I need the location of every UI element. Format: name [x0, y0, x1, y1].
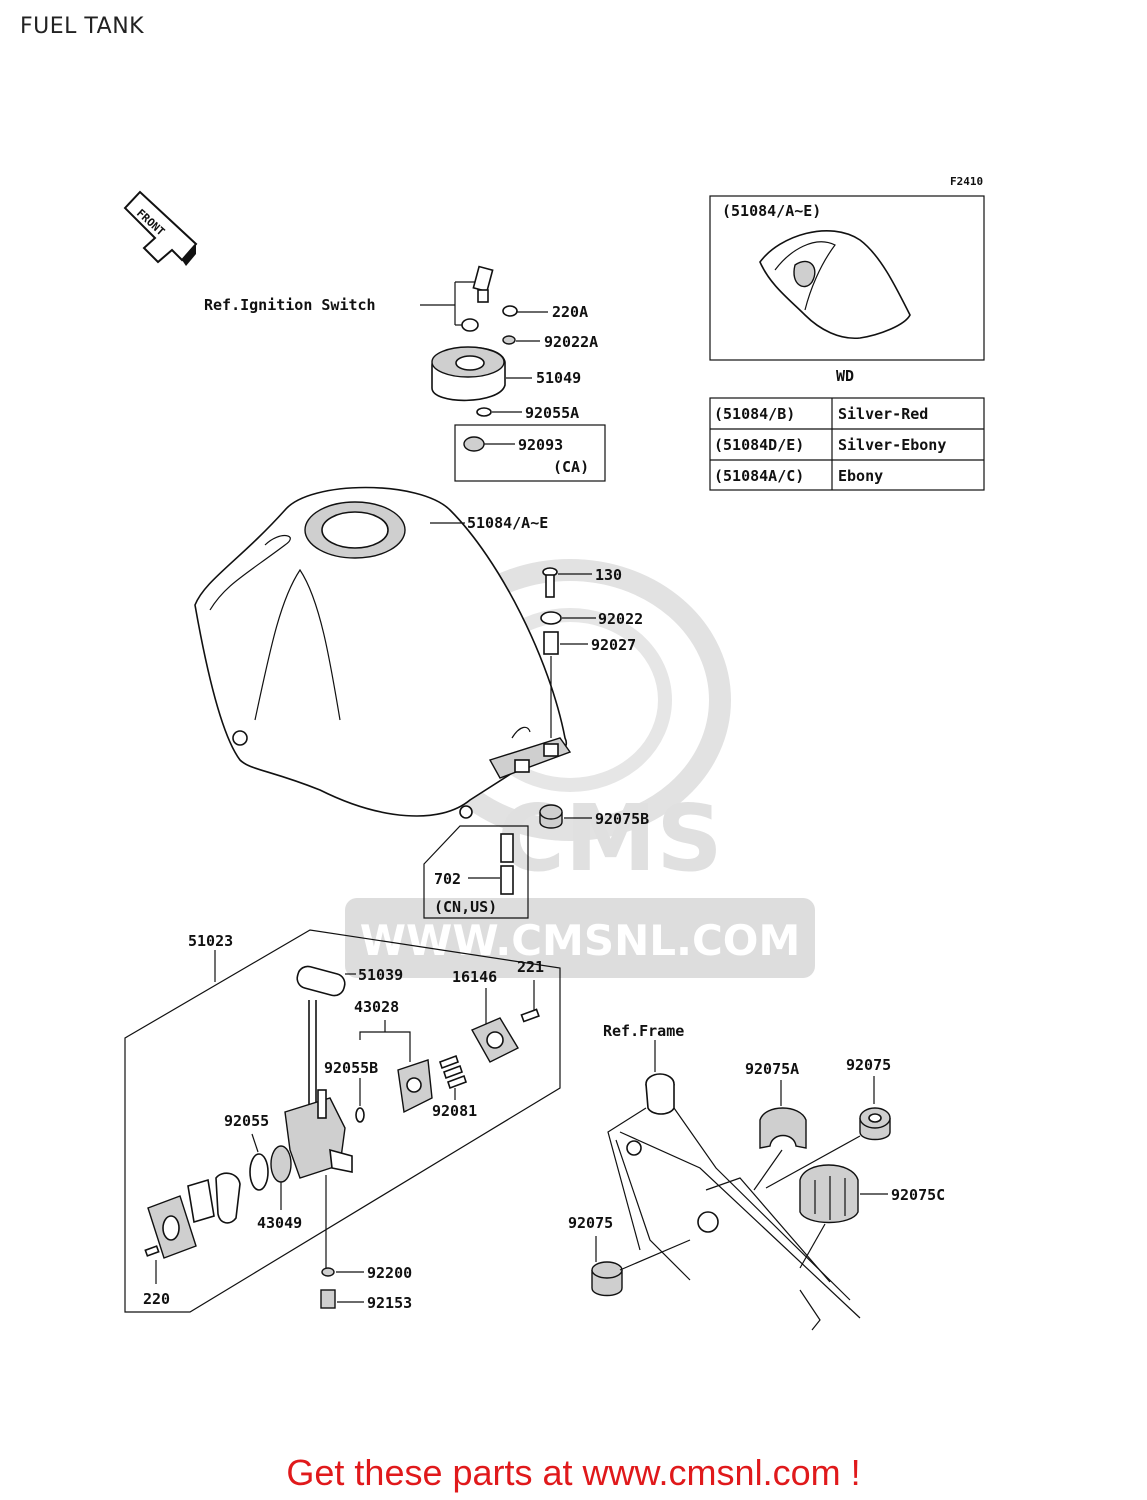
label-92200: 92200 — [367, 1264, 412, 1282]
washer-92022 — [540, 611, 596, 625]
damper-92075A — [753, 1080, 807, 1191]
label-221: 221 — [517, 958, 544, 976]
front-arrow-icon: FRONT — [123, 190, 198, 266]
spring-92081 — [438, 1054, 468, 1100]
label-92093: 92093 — [518, 436, 563, 454]
label-92075-top: 92075 — [846, 1056, 891, 1074]
inset-box — [709, 195, 985, 361]
box-92093 — [454, 424, 606, 482]
label-702: 702 — [434, 870, 461, 888]
color-table: (51084/B) Silver-Red (51084D/E) Silver-E… — [709, 397, 985, 491]
label-16146: 16146 — [452, 968, 497, 986]
oring-92055B — [355, 1078, 365, 1123]
label-92153: 92153 — [367, 1294, 412, 1312]
inset-header: (51084/A~E) — [722, 202, 821, 220]
watermark-url: WWW.CMSNL.COM — [360, 916, 801, 965]
label-43049: 43049 — [257, 1214, 302, 1232]
damper-92075-top — [765, 1076, 891, 1189]
label-702-note: (CN,US) — [434, 898, 497, 916]
color-table-code: (51084A/C) — [714, 467, 804, 485]
box-702 — [423, 825, 529, 919]
footer-cta-link[interactable]: Get these parts at www.cmsnl.com ! — [286, 1452, 861, 1493]
fuel-cock-body — [284, 1000, 353, 1268]
page-title: FUEL TANK — [20, 14, 145, 39]
label-51039: 51039 — [358, 966, 403, 984]
cock-parts — [147, 1172, 241, 1259]
damper-92075C — [799, 1164, 888, 1269]
label-92075B: 92075B — [595, 810, 649, 828]
diaphragm-43028 — [397, 1059, 433, 1114]
color-table-color: Silver-Red — [838, 405, 928, 423]
gasket-51039 — [296, 965, 356, 997]
screw-220 — [144, 1245, 160, 1284]
filter-43049 — [270, 1145, 292, 1210]
label-92055: 92055 — [224, 1112, 269, 1130]
figure-code: F2410 — [950, 175, 983, 188]
bolt-92153 — [320, 1289, 364, 1309]
screw-221 — [520, 980, 540, 1023]
washer-92200 — [321, 1267, 364, 1277]
label-92055A: 92055A — [525, 404, 579, 422]
frame-section — [607, 1073, 861, 1331]
label-92055B: 92055B — [324, 1059, 378, 1077]
watermark-brand: CMS — [497, 785, 722, 892]
label-92027: 92027 — [591, 636, 636, 654]
label-92075C: 92075C — [891, 1186, 945, 1204]
washer-92022A — [502, 335, 540, 345]
color-table-color: Ebony — [838, 467, 883, 485]
label-92022: 92022 — [598, 610, 643, 628]
collar-92027 — [543, 631, 588, 738]
label-92022A: 92022A — [544, 333, 598, 351]
label-51084: 51084/A~E — [467, 514, 548, 532]
part-92093 — [463, 436, 515, 452]
label-ref-ignition-switch: Ref.Ignition Switch — [204, 296, 376, 314]
label-130: 130 — [595, 566, 622, 584]
damper-92075-left — [591, 1236, 691, 1297]
inset-caption: WD — [836, 367, 854, 385]
color-table-code: (51084D/E) — [714, 436, 804, 454]
label-ref-frame: Ref.Frame — [603, 1022, 684, 1040]
damper-92075B — [539, 804, 592, 829]
label-51049: 51049 — [536, 369, 581, 387]
label-51023: 51023 — [188, 932, 233, 950]
label-220A: 220A — [552, 303, 588, 321]
label-92075A: 92075A — [745, 1060, 799, 1078]
oring-92055 — [249, 1133, 269, 1191]
oring-92055A — [476, 407, 522, 417]
label-43028: 43028 — [354, 998, 399, 1016]
part-702 — [468, 833, 514, 895]
bolt-130 — [542, 567, 592, 598]
color-table-color: Silver-Ebony — [838, 436, 946, 454]
label-92093-note: (CA) — [553, 458, 589, 476]
lever-16146 — [471, 988, 519, 1063]
ignition-switch-parts — [420, 265, 494, 332]
inset-tank-icon — [759, 230, 911, 340]
box-51023 — [124, 929, 561, 1313]
label-220: 220 — [143, 1290, 170, 1308]
label-92081: 92081 — [432, 1102, 477, 1120]
color-table-code: (51084/B) — [714, 405, 795, 423]
label-92075-left: 92075 — [568, 1214, 613, 1232]
fuel-cap-51049 — [431, 346, 532, 402]
fuel-tank-51084 — [194, 486, 572, 819]
bolt-220A — [502, 305, 548, 317]
